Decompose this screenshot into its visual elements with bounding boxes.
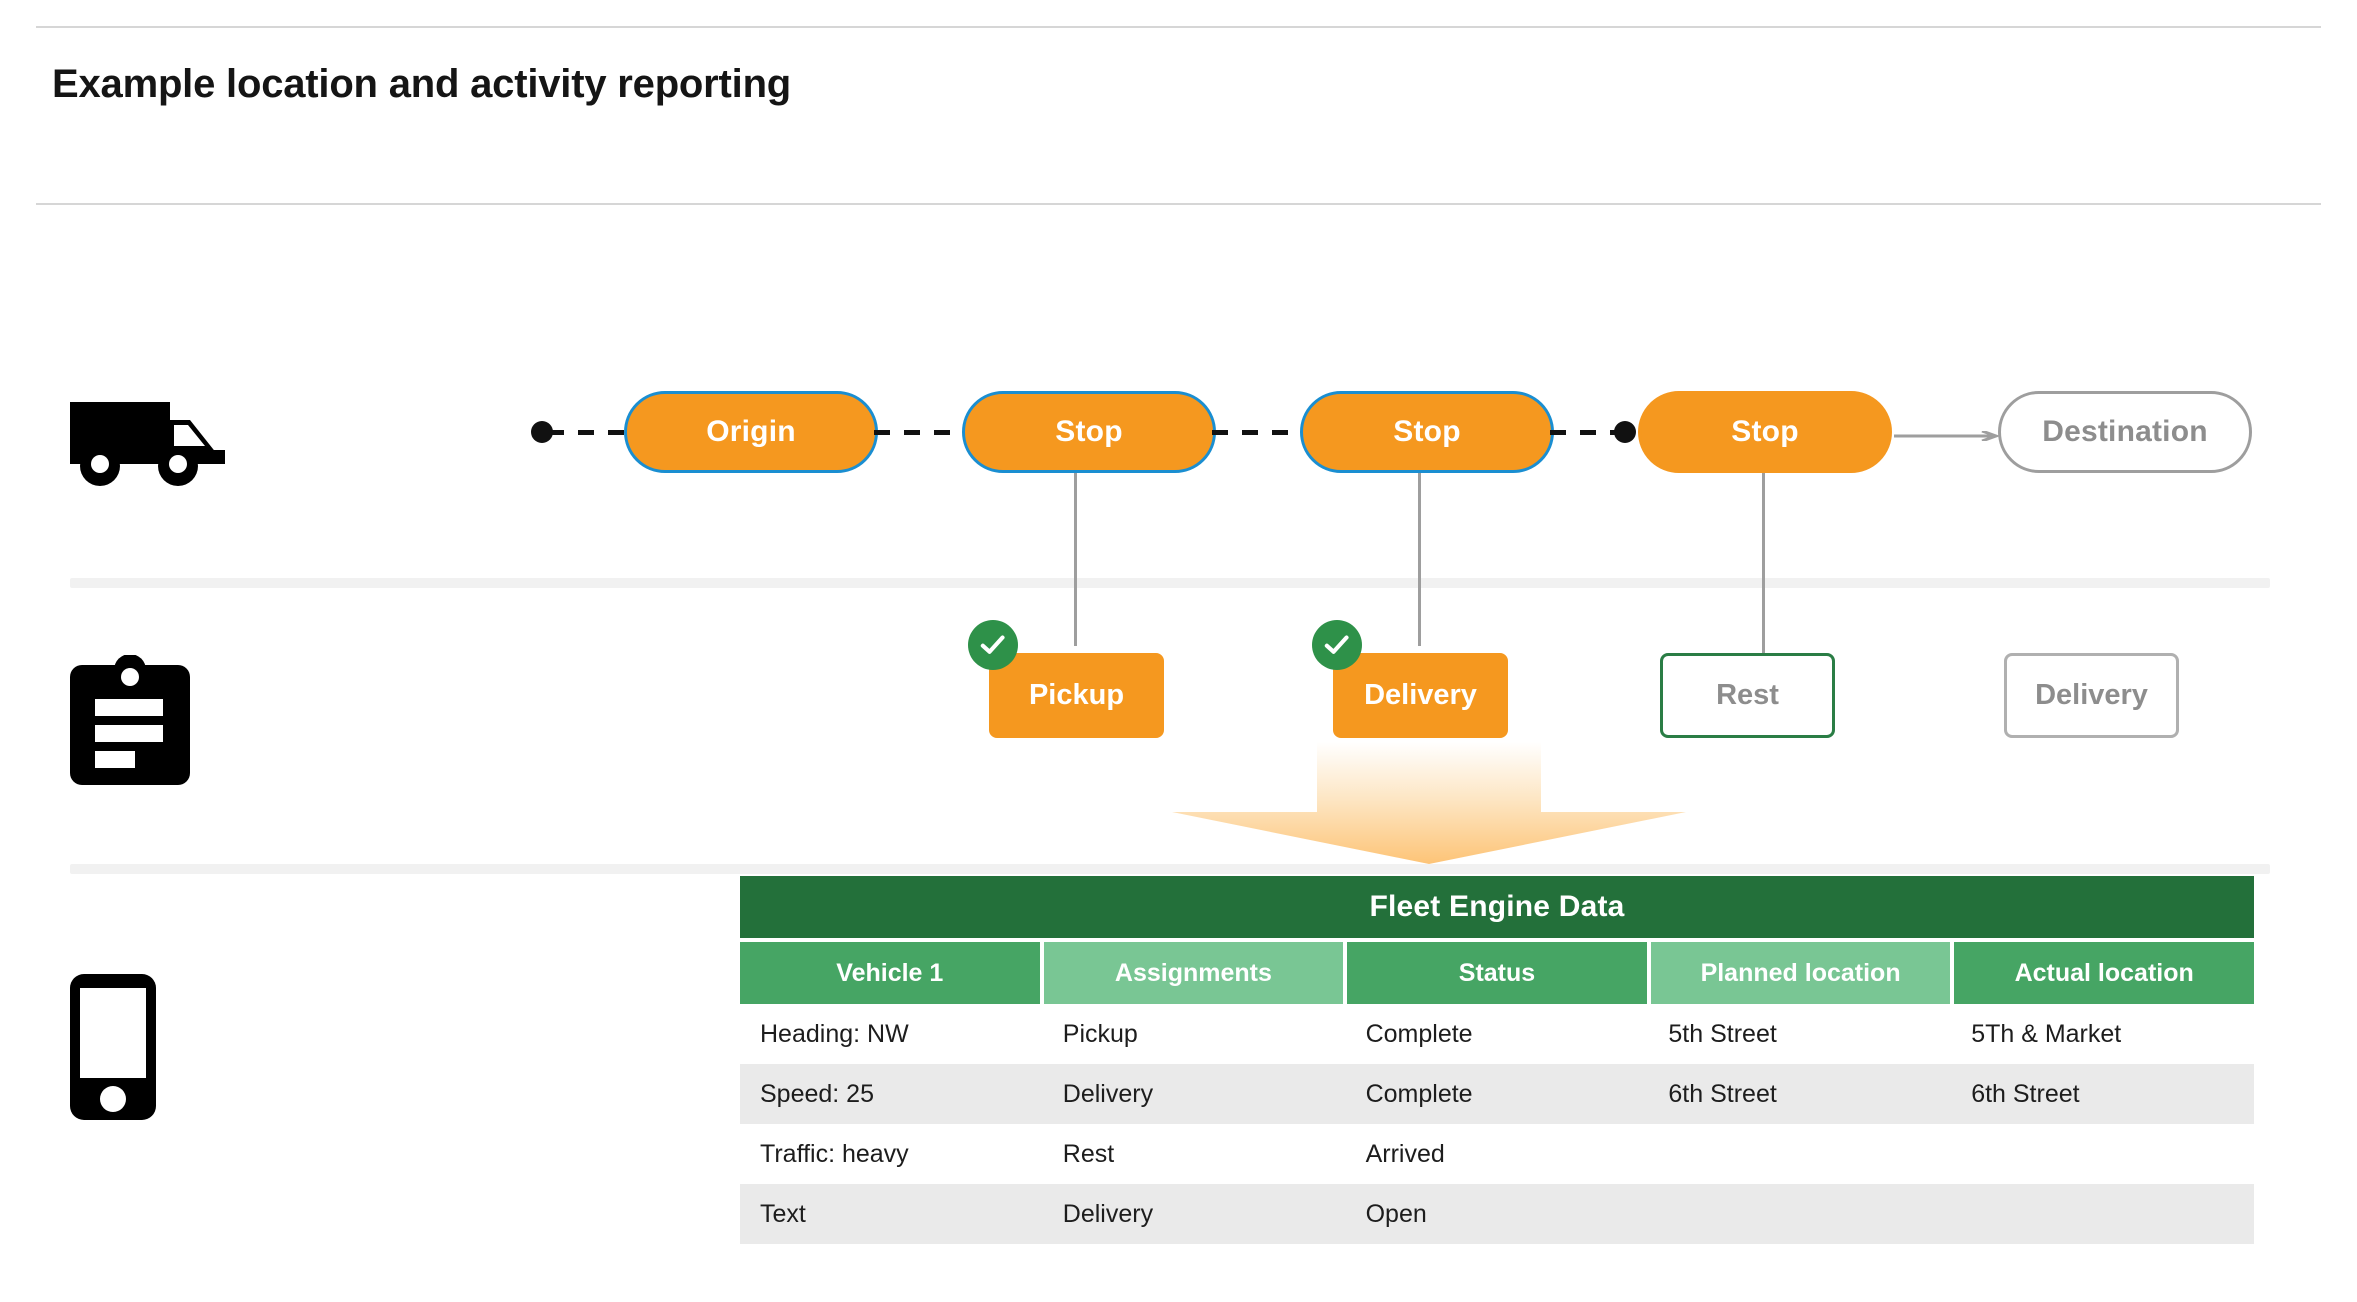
cell-actual-location: 5Th & Market bbox=[1971, 1019, 2122, 1048]
cell-assignment: Delivery bbox=[1062, 1079, 1154, 1108]
cell-assignment: Pickup bbox=[1062, 1019, 1138, 1048]
cell-assignment: Delivery bbox=[1062, 1199, 1154, 1228]
header-divider-top bbox=[36, 26, 2321, 28]
route-segment-2 bbox=[1212, 430, 1304, 435]
fleet-table-title: Fleet Engine Data bbox=[740, 876, 2254, 938]
activity-delivery[interactable]: Delivery bbox=[1333, 653, 1508, 738]
table-row[interactable]: Traffic: heavy Rest Arrived bbox=[740, 1124, 2254, 1184]
column-header-actual-location[interactable]: Actual location bbox=[1954, 942, 2254, 1004]
truck-icon bbox=[70, 398, 225, 488]
connector-line-delivery bbox=[1418, 473, 1421, 646]
activity-delivery-open[interactable]: Delivery bbox=[2004, 653, 2179, 738]
route-stop-label: Stop bbox=[1731, 415, 1799, 448]
cell-planned-location bbox=[1648, 1124, 1951, 1184]
route-start-dot bbox=[531, 421, 553, 443]
route-stop-label: Origin bbox=[706, 415, 796, 448]
route-segment-0 bbox=[548, 430, 628, 435]
activity-rest[interactable]: Rest bbox=[1660, 653, 1835, 738]
route-stop-label: Stop bbox=[1393, 415, 1461, 448]
table-row[interactable]: Heading: NW Pickup Complete 5th Street 5… bbox=[740, 1004, 2254, 1064]
phone-icon bbox=[68, 972, 168, 1122]
activity-label: Delivery bbox=[2035, 679, 2148, 711]
cell-planned-location: 5th Street bbox=[1668, 1019, 1777, 1048]
page-title: Example location and activity reporting bbox=[52, 62, 792, 106]
cell-planned-location: 6th Street bbox=[1668, 1079, 1777, 1108]
cell-status: Complete bbox=[1365, 1019, 1473, 1048]
header-divider-bottom bbox=[36, 203, 2321, 205]
cell-actual-location bbox=[1951, 1184, 2254, 1244]
connector-line-rest bbox=[1762, 473, 1765, 656]
column-header-assignments[interactable]: Assignments bbox=[1043, 942, 1344, 1004]
activity-label: Rest bbox=[1716, 679, 1779, 711]
arrow-right-icon bbox=[1894, 428, 2001, 443]
route-segment-1 bbox=[874, 430, 966, 435]
route-stop-label: Destination bbox=[2042, 415, 2208, 448]
connector-line-pickup bbox=[1074, 473, 1077, 646]
route-stop-origin[interactable]: Origin bbox=[624, 391, 878, 473]
route-segment-3 bbox=[1550, 430, 1642, 435]
cell-vehicle: Heading: NW bbox=[760, 1019, 909, 1048]
cell-vehicle: Text bbox=[760, 1199, 806, 1228]
route-stop-2[interactable]: Stop bbox=[1300, 391, 1554, 473]
cell-status: Arrived bbox=[1365, 1139, 1445, 1168]
clipboard-icon bbox=[70, 654, 190, 785]
route-stop-3[interactable]: Stop bbox=[1638, 391, 1892, 473]
cell-planned-location bbox=[1648, 1184, 1951, 1244]
cell-assignment: Rest bbox=[1062, 1139, 1115, 1168]
check-icon bbox=[1312, 620, 1362, 670]
route-stop-1[interactable]: Stop bbox=[962, 391, 1216, 473]
route-current-position-dot bbox=[1614, 421, 1636, 443]
route-stop-label: Stop bbox=[1055, 415, 1123, 448]
row-separator-vehicle-activity bbox=[70, 578, 2270, 588]
activity-label: Delivery bbox=[1364, 679, 1477, 711]
cell-vehicle: Traffic: heavy bbox=[760, 1139, 909, 1168]
cell-actual-location: 6th Street bbox=[1971, 1079, 2080, 1108]
table-row[interactable]: Speed: 25 Delivery Complete 6th Street 6… bbox=[740, 1064, 2254, 1124]
fleet-engine-table: Fleet Engine Data Vehicle 1 Assignments … bbox=[740, 876, 2254, 1244]
cell-status: Open bbox=[1365, 1199, 1427, 1228]
fleet-table-header-row: Vehicle 1 Assignments Status Planned loc… bbox=[740, 942, 2254, 1004]
row-separator-activity-data bbox=[70, 864, 2270, 874]
route-stop-destination[interactable]: Destination bbox=[1998, 391, 2252, 473]
check-icon bbox=[968, 620, 1018, 670]
activity-pickup[interactable]: Pickup bbox=[989, 653, 1164, 738]
table-row[interactable]: Text Delivery Open bbox=[740, 1184, 2254, 1244]
cell-actual-location bbox=[1951, 1124, 2254, 1184]
arrow-down-icon bbox=[1172, 742, 1686, 864]
column-header-vehicle[interactable]: Vehicle 1 bbox=[740, 942, 1040, 1004]
cell-vehicle: Speed: 25 bbox=[760, 1079, 874, 1108]
column-header-status[interactable]: Status bbox=[1347, 942, 1647, 1004]
cell-status: Complete bbox=[1365, 1079, 1473, 1108]
column-header-planned-location[interactable]: Planned location bbox=[1650, 942, 1951, 1004]
activity-label: Pickup bbox=[1028, 679, 1125, 711]
